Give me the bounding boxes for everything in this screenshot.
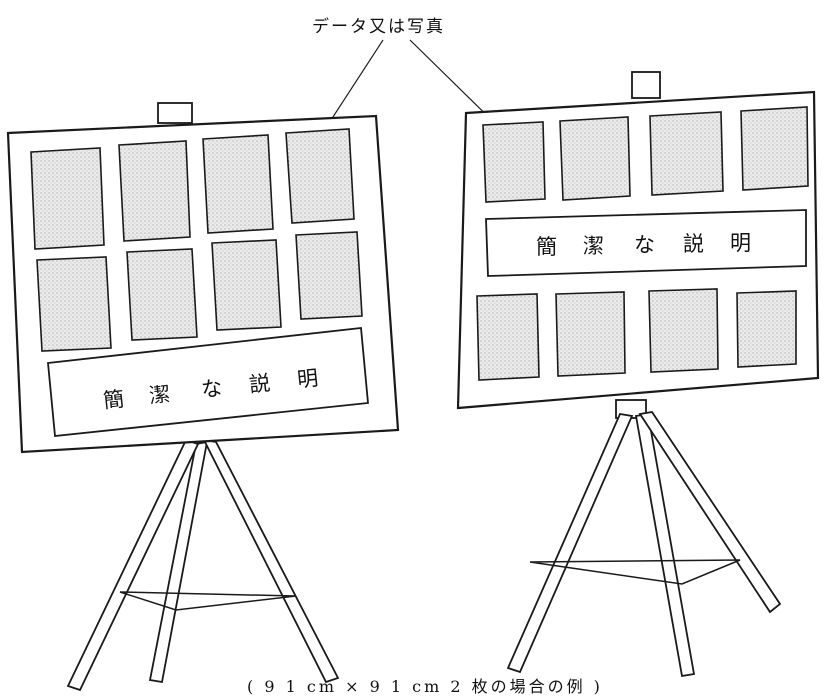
left-board-description-char: な: [200, 376, 223, 402]
left-easel-knob: [157, 102, 193, 124]
right-board-description-char: な: [634, 233, 655, 257]
right-board-description-char: 説: [683, 232, 704, 256]
left-board-description-char: 明: [296, 366, 319, 392]
right-board-panel: [476, 293, 540, 381]
right-easel: 簡 潔 な 説 明: [456, 71, 820, 678]
left-board-panel: [285, 128, 355, 224]
right-board-panel: [559, 116, 631, 201]
left-board-description-char: 簡: [102, 387, 125, 413]
right-board-panel: [482, 121, 546, 203]
left-easel-leg-rear: [148, 440, 209, 684]
callout-label: データ又は写真: [312, 16, 445, 37]
left-board-panel: [211, 239, 282, 331]
right-board-description-char: 潔: [583, 234, 604, 258]
right-board-panel: [555, 291, 626, 377]
left-board-panel: [118, 140, 191, 242]
right-board-description-box: [485, 209, 807, 277]
right-board-description-char: 簡: [536, 235, 557, 259]
right-board-panel: [649, 111, 724, 196]
left-board-panel: [36, 256, 112, 352]
right-easel-knob: [631, 71, 661, 99]
right-board-panel: [736, 290, 797, 368]
right-board-panel: [648, 288, 719, 373]
right-board-description-char: 明: [730, 231, 751, 255]
right-easel-leg-left: [506, 412, 634, 674]
left-board-panel: [30, 147, 105, 250]
left-easel: 簡 潔 な 説 明: [6, 102, 400, 692]
right-easel-brace: [529, 559, 741, 585]
left-easel-leg-front-right: [202, 438, 340, 684]
left-board-panel: [295, 231, 363, 320]
right-easel-leg-right: [638, 411, 782, 614]
left-board-description-char: 説: [248, 371, 271, 397]
left-board-description-char: 潔: [148, 382, 171, 408]
left-board-panel: [126, 248, 198, 341]
right-board-panel: [740, 106, 809, 191]
figure-caption: ( 9 1 cm × 9 1 cm 2 枚の場合の例 ): [247, 677, 603, 696]
left-board-panel: [202, 134, 274, 234]
left-board-description-box: [47, 327, 369, 437]
left-easel-brace: [119, 591, 297, 611]
